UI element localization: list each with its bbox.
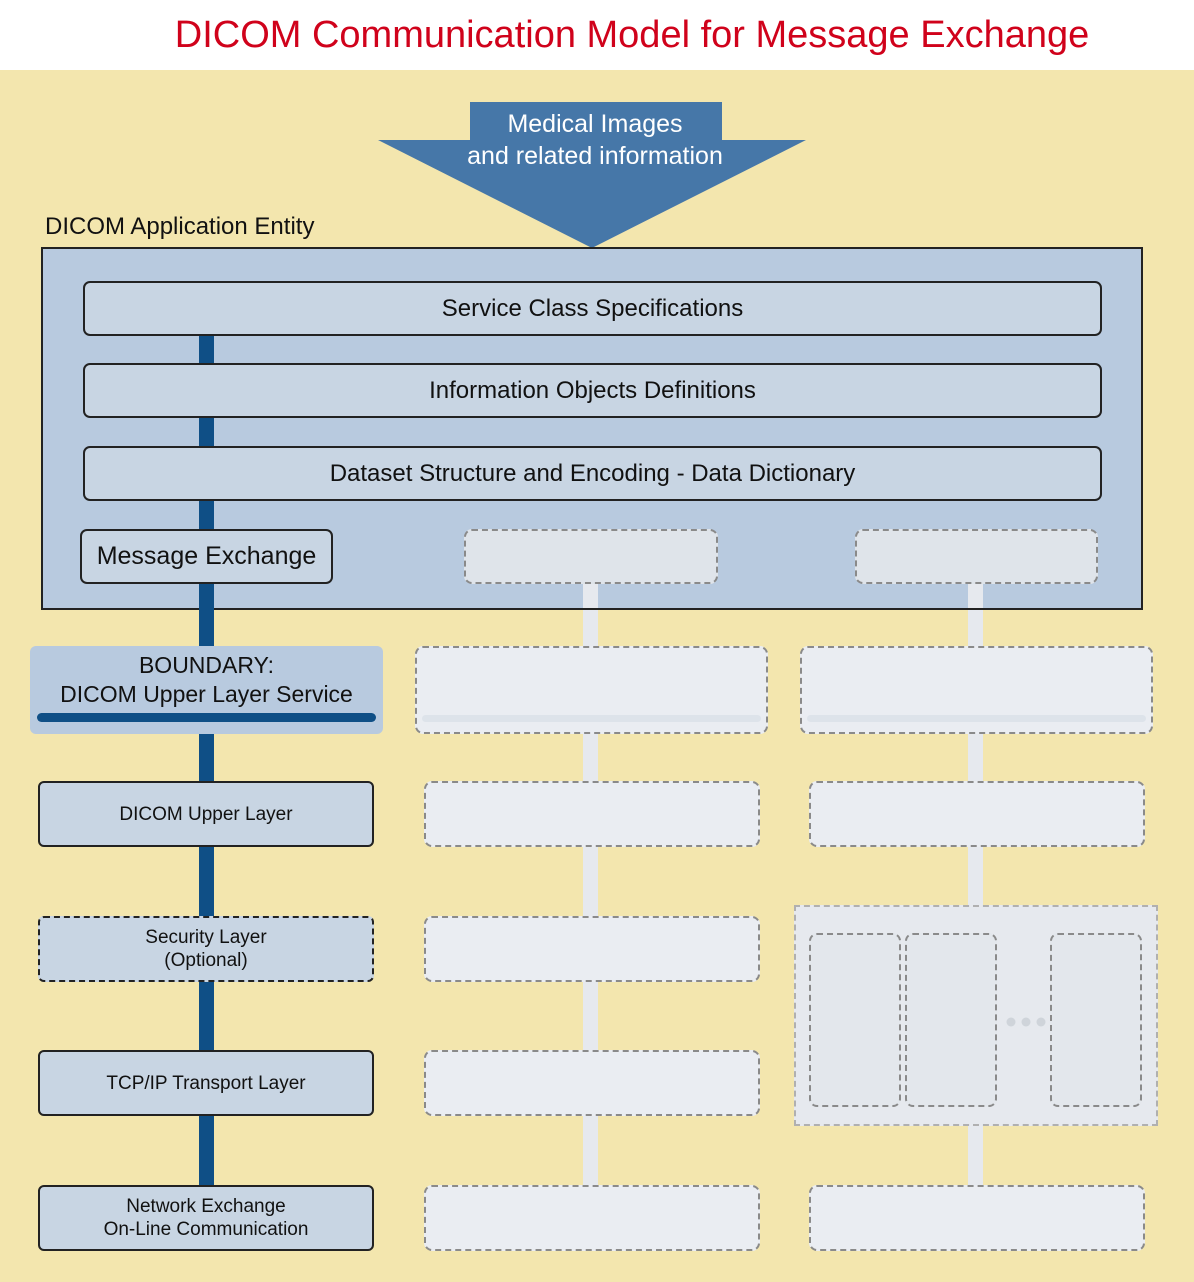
placeholder-transport-middle bbox=[424, 1050, 760, 1116]
network-exchange-label: Network Exchange bbox=[126, 1196, 286, 1217]
placeholder-upper-right bbox=[809, 781, 1145, 847]
input-arrow-line2: and related information bbox=[467, 142, 723, 170]
security-layer-box: Security Layer (Optional) bbox=[38, 916, 374, 982]
dataset-encoding-layer: Dataset Structure and Encoding - Data Di… bbox=[83, 446, 1102, 501]
placeholder-group-box-2 bbox=[905, 933, 997, 1107]
placeholder-security-middle bbox=[424, 916, 760, 982]
dicom-upper-layer-box: DICOM Upper Layer bbox=[38, 781, 374, 847]
ae-pipe-right bbox=[968, 583, 983, 608]
boundary-underline bbox=[37, 713, 376, 722]
application-entity-label: DICOM Application Entity bbox=[45, 213, 315, 240]
ae-pipe-middle bbox=[583, 583, 598, 608]
input-arrow-line1: Medical Images bbox=[507, 110, 683, 138]
placeholder-exchange-middle bbox=[464, 529, 718, 584]
service-class-layer: Service Class Specifications bbox=[83, 281, 1102, 336]
security-layer-label: Security Layer bbox=[145, 927, 267, 948]
input-arrow bbox=[378, 102, 806, 248]
placeholder-boundary-middle-line bbox=[422, 715, 761, 722]
boundary-line2: DICOM Upper Layer Service bbox=[60, 681, 353, 707]
placeholder-boundary-right-line bbox=[807, 715, 1146, 722]
network-exchange-box: Network Exchange On-Line Communication bbox=[38, 1185, 374, 1251]
tcpip-transport-box: TCP/IP Transport Layer bbox=[38, 1050, 374, 1116]
placeholder-group-box-1 bbox=[809, 933, 901, 1107]
placeholder-pipe-middle bbox=[583, 610, 598, 1185]
online-communication-label: On-Line Communication bbox=[103, 1219, 309, 1240]
diagram-title: DICOM Communication Model for Message Ex… bbox=[174, 14, 1090, 56]
information-objects-layer: Information Objects Definitions bbox=[83, 363, 1102, 418]
placeholder-network-right bbox=[809, 1185, 1145, 1251]
placeholder-group-box-3 bbox=[1050, 933, 1142, 1107]
boundary-line1: BOUNDARY: bbox=[138, 652, 275, 678]
security-layer-optional: (Optional) bbox=[164, 950, 248, 971]
input-arrow-label: Medical Images and related information bbox=[420, 108, 770, 172]
placeholder-upper-middle bbox=[424, 781, 760, 847]
message-exchange-box: Message Exchange bbox=[80, 529, 333, 584]
tcpip-transport-label: TCP/IP Transport Layer bbox=[106, 1072, 306, 1094]
placeholder-network-middle bbox=[424, 1185, 760, 1251]
placeholder-exchange-right bbox=[855, 529, 1098, 584]
dicom-upper-layer-label: DICOM Upper Layer bbox=[119, 803, 293, 825]
ellipsis-icon bbox=[1004, 1014, 1048, 1027]
